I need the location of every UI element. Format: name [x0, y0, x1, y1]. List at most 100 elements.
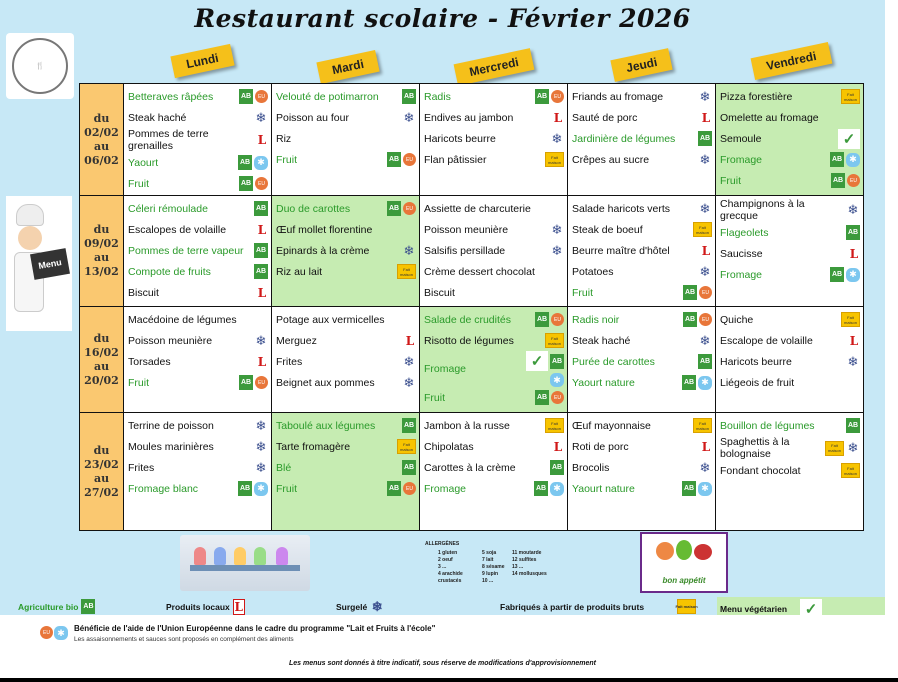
eu-fruit-icon: EU — [255, 177, 268, 190]
menu-item: Purée de carottes AB — [572, 351, 712, 372]
dish-name: Purée de carottes — [572, 355, 655, 368]
dish-name: Escalopes de volaille — [128, 223, 227, 236]
menu-item: Liégeois de fruit — [720, 372, 860, 393]
eu-fruit-icon: EU — [255, 376, 268, 389]
menu-item: Poisson meunière❄ — [128, 330, 268, 351]
bon-appetit-caption: bon appétit — [662, 576, 706, 585]
legend-bio-label: Agriculture bio — [18, 601, 79, 612]
dish-name: Omelette au fromage — [720, 111, 819, 124]
date-text: 13/02 — [84, 265, 119, 278]
snowflake-icon: ❄ — [255, 109, 267, 125]
dish-name: Biscuit — [424, 286, 455, 299]
eu-note-text: Bénéficie de l'aide de l'Union Européenn… — [74, 624, 436, 633]
local-icon: L — [257, 133, 267, 147]
bio-icon: AB — [683, 312, 697, 327]
dish-name: Fruit — [128, 177, 149, 190]
menu-item: Poisson au four❄ — [276, 107, 416, 128]
dish-name: Fromage — [424, 363, 467, 375]
allergen-title: ALLERGÈNES — [425, 541, 460, 547]
dish-name: Steak haché — [128, 111, 187, 124]
menu-item: Fromage✓AB✱ — [424, 351, 564, 387]
eu-fruit-icon: EU — [847, 174, 860, 187]
dish-name: Pommes de terre vapeur — [128, 244, 244, 257]
legend-local-label: Produits locaux — [166, 602, 230, 612]
eu-fruit-icon: EU — [403, 153, 416, 166]
snowflake-icon: ❄ — [699, 459, 711, 475]
dish-name: Fruit — [128, 376, 149, 389]
dish-name: Steak de boeuf — [572, 223, 643, 236]
dish-name: Flan pâtissier — [424, 153, 487, 166]
bio-icon: AB — [81, 599, 96, 614]
dish-name: Endives au jambon — [424, 111, 514, 124]
dish-name: Friands au fromage — [572, 90, 664, 103]
menu-item: Terrine de poisson❄ — [128, 415, 268, 436]
snowflake-icon: ❄ — [403, 374, 415, 390]
eu-milk-icon: ✱ — [698, 481, 712, 496]
menu-item: Brocolis❄ — [572, 457, 712, 478]
dish-name: Carottes à la crème — [424, 461, 516, 474]
dish-name: Liégeois de fruit — [720, 376, 795, 389]
dish-name: Potatoes — [572, 265, 614, 278]
date-text: 27/02 — [84, 485, 119, 499]
snowflake-icon: ❄ — [255, 438, 267, 454]
snowflake-icon: ❄ — [847, 353, 859, 369]
snowflake-icon: ❄ — [371, 599, 383, 614]
dish-name: Steak haché — [572, 334, 631, 347]
menu-item: Haricots beurre❄ — [424, 128, 564, 149]
menu-item: Beignet aux pommes❄ — [276, 372, 416, 393]
bio-icon: AB — [698, 354, 712, 369]
date-text: 23/02 — [84, 457, 119, 471]
allergen-item: 1 gluten — [438, 550, 458, 556]
eu-note: EU✱ Bénéficie de l'aide de l'Union Europ… — [40, 624, 435, 643]
bio-icon: AB — [830, 152, 844, 167]
dish-name: Frites — [128, 461, 155, 474]
dish-name: Blé — [276, 461, 292, 474]
date-text: 02/02 — [84, 125, 119, 139]
homemade-icon: Fait maison — [841, 89, 860, 104]
allergen-item: 3 ... — [438, 564, 447, 570]
bio-icon: AB — [402, 89, 416, 104]
date-text: 09/02 — [84, 237, 119, 250]
date-text: du — [93, 111, 110, 125]
bio-icon: AB — [535, 390, 549, 405]
bio-icon: AB — [254, 264, 268, 279]
dish-name: Jardinière de légumes — [572, 132, 676, 145]
bio-icon: AB — [402, 460, 416, 475]
bio-icon: AB — [254, 243, 268, 258]
allergen-item: 5 soja — [482, 550, 497, 556]
homemade-icon: Fait maison — [693, 418, 712, 433]
menu-item: Semoule✓ — [720, 128, 860, 149]
menu-item: Crêpes au sucre❄ — [572, 149, 712, 170]
legend-fait-label: Fabriqués à partir de produits bruts — [500, 601, 645, 612]
allergen-item: crustacés — [438, 578, 462, 584]
dish-name: Haricots beurre — [424, 132, 496, 145]
eu-milk-icon: ✱ — [54, 626, 68, 640]
eu-fruit-icon: EU — [699, 313, 712, 326]
